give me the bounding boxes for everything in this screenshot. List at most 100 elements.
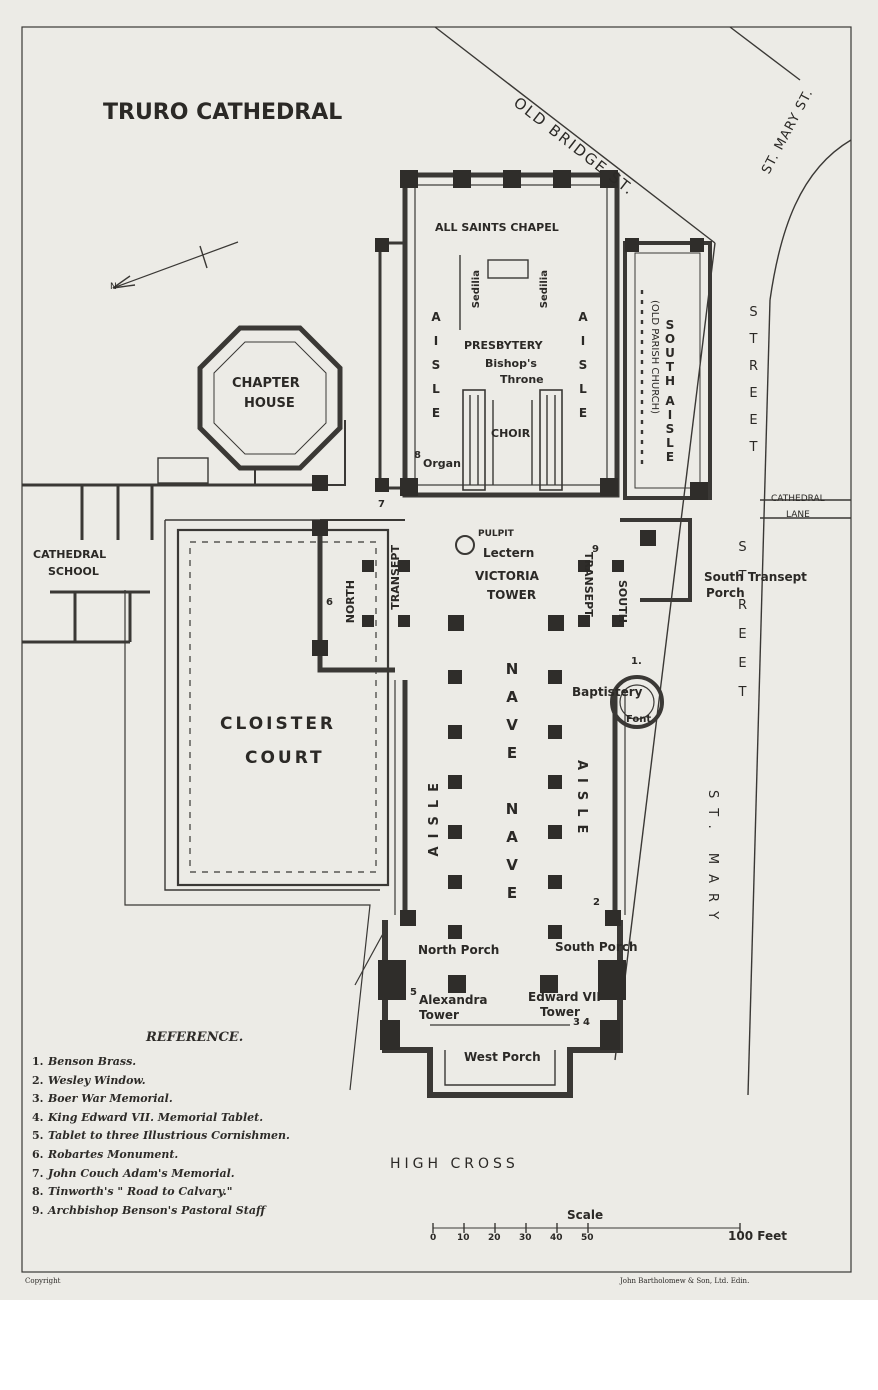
cloister-court-label-2: COURT [245, 748, 325, 768]
reference-item-text: Wesley Window. [48, 1073, 146, 1087]
cathedral-school-label-1: CATHEDRAL [33, 548, 107, 561]
reference-item-text: Robartes Monument. [48, 1147, 179, 1161]
old-bridge-street-edge [434, 26, 716, 244]
reference-item: 7. John Couch Adam's Memorial. [32, 1165, 392, 1184]
ref-number-6: 6 [326, 597, 333, 608]
font-label: Font [626, 714, 652, 725]
reference-item: 6. Robartes Monument. [32, 1146, 392, 1165]
footer-publisher: John Bartholomew & Son, Ltd. Edin. [620, 1277, 750, 1285]
ref-number-3: 3 [573, 1017, 580, 1028]
pulpit-label: PULPIT [478, 529, 514, 539]
south-porch-label: South Porch [555, 940, 638, 954]
alexandra-tower-label-1: Alexandra [419, 993, 488, 1007]
bishops-throne-label-2: Throne [500, 373, 544, 386]
organ-label: Organ [423, 457, 461, 470]
reference-legend: REFERENCE. 1.Benson Brass.2. Wesley Windo… [32, 1030, 392, 1220]
ref-number-4: 4 [583, 1017, 590, 1028]
scale-title: Scale [567, 1208, 604, 1222]
all-saints-chapel-label: ALL SAINTS CHAPEL [435, 221, 559, 234]
sedilia-right-label: Sedilia [539, 270, 550, 309]
ref-number-9: 9 [592, 544, 599, 555]
nave-columns [362, 560, 624, 993]
reference-item-text: Boer War Memorial. [48, 1092, 173, 1106]
scale-tick-label: 30 [519, 1233, 532, 1243]
south-aisle-wall [623, 241, 712, 500]
baptistery-wall [610, 675, 664, 729]
south-aisle-label-2: AISLE [663, 394, 677, 464]
ref-number-2: 2 [593, 897, 600, 908]
aisle-south-lower-label: AISLE [574, 760, 589, 842]
reference-item: 9. Archbishop Benson's Pastoral Staff [32, 1202, 392, 1221]
chapter-house-label-2: HOUSE [244, 396, 295, 411]
nave-lower-label: NAVE [503, 800, 521, 912]
bottom-margin [0, 1300, 878, 1390]
chapter-house-label-1: CHAPTER [232, 376, 300, 391]
ref-number-1: 1. [631, 656, 642, 667]
st-mary-street-west [614, 242, 716, 1061]
aisle-north-lower-label: AISLE [427, 775, 442, 857]
edward-tower-label-2: Tower [540, 1005, 580, 1019]
old-parish-church-label: (OLD PARISH CHURCH) [649, 300, 660, 415]
victoria-tower-label-2: TOWER [487, 588, 537, 602]
cathedral-school-label-2: SCHOOL [48, 565, 99, 578]
scale-tick-label: 0 [430, 1233, 437, 1243]
reference-title: REFERENCE. [146, 1030, 244, 1045]
reference-item: 2. Wesley Window. [32, 1072, 392, 1091]
reference-item-text: John Couch Adam's Memorial. [48, 1166, 235, 1180]
st-mary-street-edge [769, 139, 852, 301]
scale-tick-label: 20 [488, 1233, 501, 1243]
reference-item-text: King Edward VII. Memorial Tablet. [48, 1110, 264, 1124]
reference-item-text: Benson Brass. [48, 1055, 137, 1068]
north-porch-label: North Porch [418, 943, 500, 957]
victoria-tower-label-1: VICTORIA [475, 569, 539, 583]
piers [312, 170, 708, 1050]
south-transept-label-1: TRANSEPT [582, 552, 595, 617]
reference-item-text: Tinworth's " Road to Calvary." [48, 1185, 233, 1199]
reference-item-number: 9. [32, 1203, 44, 1217]
reference-item: 1.Benson Brass. [32, 1053, 392, 1072]
scale-tick-label: 50 [581, 1233, 594, 1243]
cloister-court-wall [176, 528, 390, 887]
reference-item-number: 3. [32, 1092, 44, 1106]
south-transept-porch-label-1: South Transept [704, 570, 807, 584]
north-arrow-label: N [110, 282, 117, 292]
st-mary-street-label-2: STREET [735, 540, 750, 714]
scale-tick-label: 10 [457, 1233, 470, 1243]
map-page: TRURO CATHEDRAL N OLD BRIDGE ST. ST. MAR… [0, 0, 878, 1300]
reference-item-number: 2. [32, 1073, 44, 1087]
chapter-house-wall [197, 325, 343, 471]
aisle-north-upper-label: AISLE [429, 310, 443, 430]
baptistery-label: Baptistery [572, 685, 643, 699]
scale-tick-label: 40 [550, 1233, 563, 1243]
choir-label: CHOIR [491, 427, 531, 440]
west-porch-label: West Porch [464, 1050, 541, 1064]
st-mary-street-label-1: STREET [746, 305, 761, 467]
north-transept-label-1: NORTH [344, 580, 357, 624]
reference-item: 8. Tinworth's " Road to Calvary." [32, 1183, 392, 1202]
map-frame [21, 26, 852, 1273]
reference-item-text: Tablet to three Illustrious Cornishmen. [48, 1129, 290, 1143]
old-bridge-street-edge-2 [729, 26, 801, 81]
reference-item-number: 8. [32, 1185, 44, 1199]
reference-item-number: 7. [32, 1166, 44, 1180]
bishops-throne-label-1: Bishop's [485, 357, 537, 370]
reference-item: 4. King Edward VII. Memorial Tablet. [32, 1109, 392, 1128]
st-mary-street-east [747, 299, 771, 1096]
lectern-label: Lectern [483, 546, 535, 560]
sedilia-left-label: Sedilia [471, 270, 482, 309]
reference-item-number: 6. [32, 1147, 44, 1161]
aisle-south-upper-label: AISLE [576, 310, 590, 430]
reference-item: 5.Tablet to three Illustrious Cornishmen… [32, 1127, 392, 1146]
high-cross-label: HIGH CROSS [390, 1156, 519, 1172]
reference-item-text: Archbishop Benson's Pastoral Staff [48, 1203, 266, 1217]
reference-item: 3. Boer War Memorial. [32, 1090, 392, 1109]
scale-end-label: 100 Feet [728, 1229, 787, 1243]
cloister-court-label-1: CLOISTER [220, 714, 337, 734]
ref-number-7: 7 [378, 499, 385, 510]
alexandra-tower-label-2: Tower [419, 1008, 459, 1022]
edward-tower-label-1: Edward VII [528, 990, 601, 1004]
south-aisle-label-1: SOUTH [663, 318, 677, 388]
reference-item-number: 4. [32, 1110, 44, 1124]
st-mary-vertical-label: ST. MARY [705, 790, 720, 930]
north-transept-label-2: TRANSEPT [389, 545, 402, 610]
